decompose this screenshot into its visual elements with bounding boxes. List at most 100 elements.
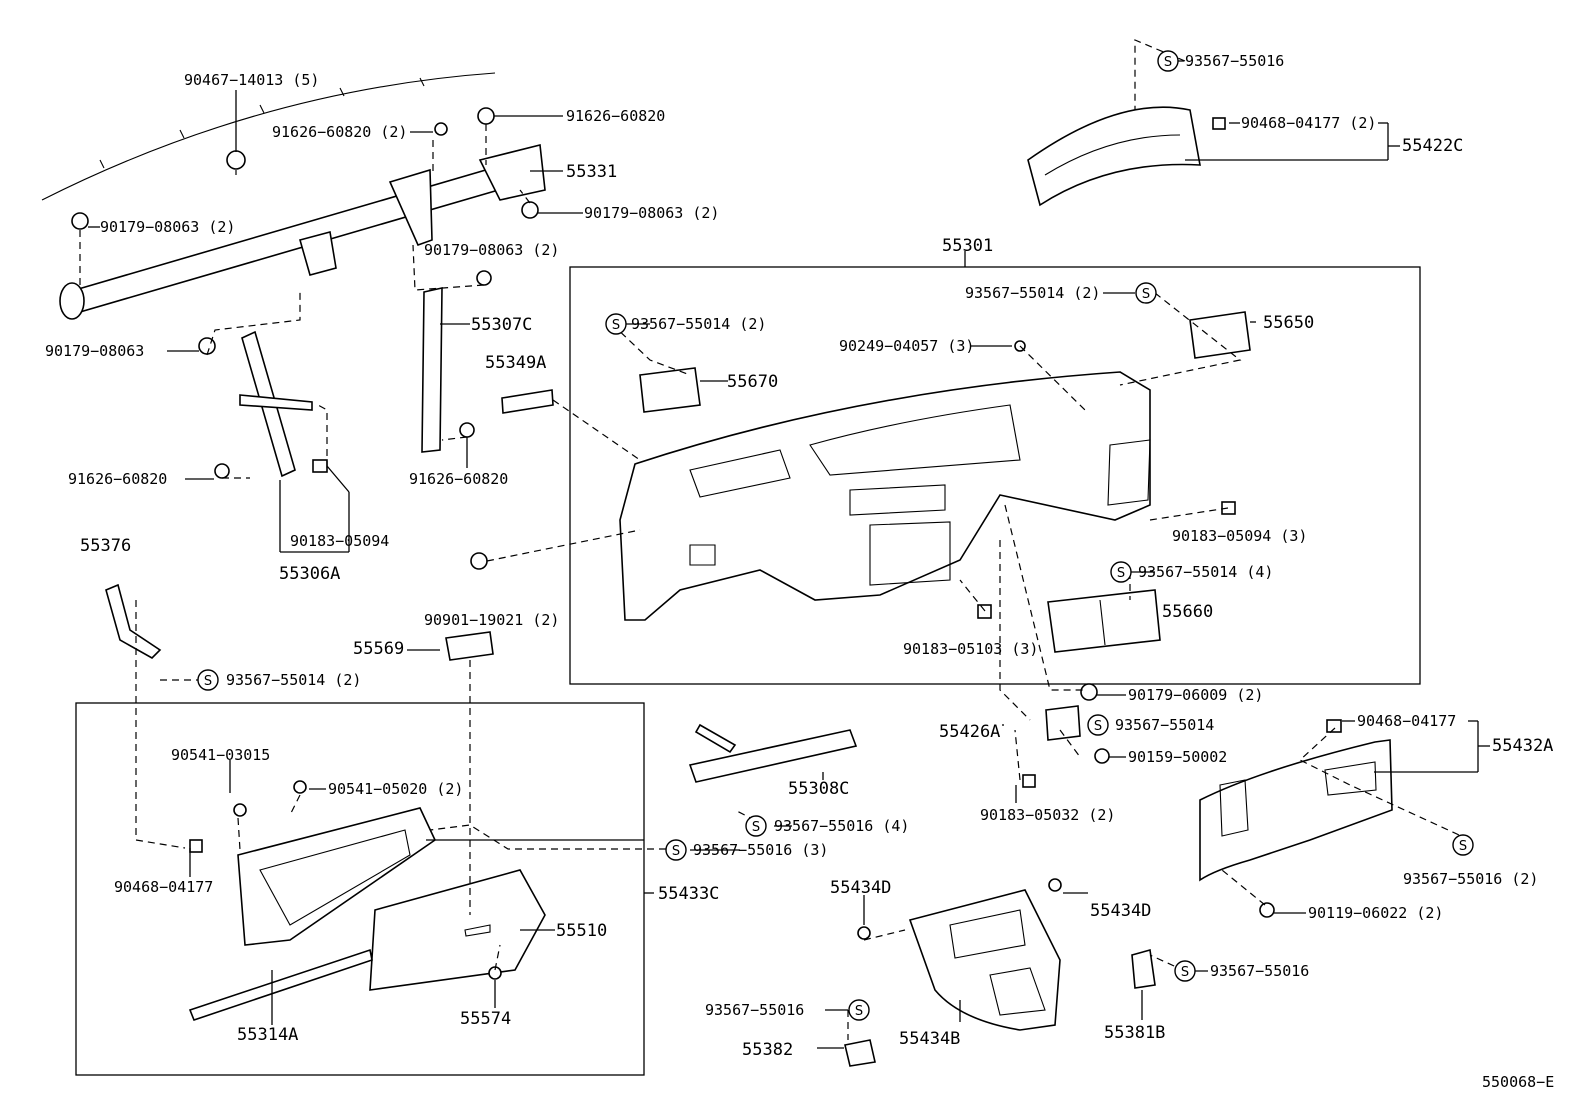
label-90183-05094-a: 90183−05094 <box>290 532 389 550</box>
hinge-55314A <box>188 948 373 1021</box>
label-90541-05020: 90541−05020 (2) <box>328 780 463 798</box>
label-55308C: 55308C <box>788 779 849 799</box>
svg-text:S: S <box>1181 965 1189 980</box>
label-55434B: 55434B <box>899 1029 960 1049</box>
instrument-panel-55301 <box>619 371 1151 621</box>
instrument-panel-group-frame <box>569 266 1421 685</box>
svg-text:S: S <box>1117 566 1125 581</box>
svg-text:S: S <box>1094 719 1102 734</box>
label-93567-55016-f: 93567−55016 <box>1210 962 1309 980</box>
svg-text:S: S <box>855 1004 863 1019</box>
label-93567-55016-a: 93567−55016 <box>1185 52 1284 70</box>
label-55432A: 55432A <box>1492 736 1553 756</box>
s-mark-icon-6: S <box>1087 714 1109 736</box>
label-55650: 55650 <box>1263 313 1314 333</box>
s-mark-icon-11: S <box>848 999 870 1021</box>
svg-text:S: S <box>672 844 680 859</box>
label-93567-55016-e: 93567−55016 <box>705 1001 804 1019</box>
bracket-55376 <box>105 583 162 659</box>
label-55382: 55382 <box>742 1040 793 1060</box>
label-90179-08063-d: 90179−08063 <box>45 342 144 360</box>
label-plate-55349A <box>501 389 554 414</box>
bracket-55306A <box>239 330 313 478</box>
label-91626-60820-a: 91626−60820 (2) <box>272 123 407 141</box>
vent-55670 <box>639 367 701 413</box>
label-90541-03015: 90541−03015 <box>171 746 270 764</box>
label-90468-04177-a: 90468−04177 (2) <box>1241 114 1376 132</box>
s-mark-icon-10: S <box>1174 960 1196 982</box>
s-mark-icon-1: S <box>1157 50 1179 72</box>
lower-center-panel-55434B <box>857 878 1062 1031</box>
bracket-55382 <box>844 1039 876 1067</box>
label-55426A: 55426A <box>939 722 1000 742</box>
label-90159-50002: 90159−50002 <box>1128 748 1227 766</box>
label-90183-05094-b: 90183−05094 (3) <box>1172 527 1307 545</box>
part-labels: 90467−14013 (5) 91626−60820 (2) 91626−60… <box>45 52 1554 1091</box>
bracket-55569 <box>445 631 494 661</box>
svg-text:S: S <box>204 674 212 689</box>
brace-55307C <box>421 286 443 453</box>
label-55314A: 55314A <box>237 1025 298 1045</box>
reinforcement-bar <box>41 72 546 320</box>
label-90119-06022: 90119−06022 (2) <box>1308 904 1443 922</box>
label-55433C: 55433C <box>658 884 719 904</box>
glove-compartment-group-frame <box>75 702 645 1076</box>
svg-text:S: S <box>1164 55 1172 70</box>
label-93567-55016-b: 93567−55016 (2) <box>1403 870 1538 888</box>
label-55569: 55569 <box>353 639 404 659</box>
label-90179-08063-b: 90179−08063 (2) <box>100 218 235 236</box>
meter-hood-55422C <box>1027 106 1226 207</box>
label-90183-05032: 90183−05032 (2) <box>980 806 1115 824</box>
label-90183-05103: 90183−05103 (3) <box>903 640 1038 658</box>
label-93567-55016-c: 93567−55016 (4) <box>774 817 909 835</box>
label-93567-55014-e: 93567−55014 <box>1115 716 1214 734</box>
label-55349A: 55349A <box>485 353 546 373</box>
bracket-55381B <box>1131 948 1156 989</box>
label-55301: 55301 <box>942 236 993 256</box>
vent-55660 <box>1047 589 1161 653</box>
label-90467-14013: 90467−14013 (5) <box>184 71 319 89</box>
lower-panel-55432A <box>1199 719 1393 918</box>
label-90468-04177-c: 90468−04177 <box>114 878 213 896</box>
label-91626-60820-d: 91626−60820 <box>409 470 508 488</box>
label-55434D-a: 55434D <box>830 878 891 898</box>
label-90249-04057: 90249−04057 (3) <box>839 337 974 355</box>
label-93567-55016-d: 93567−55016 (3) <box>693 841 828 859</box>
svg-text:S: S <box>1142 287 1150 302</box>
svg-text:S: S <box>612 318 620 333</box>
label-90179-08063-a: 90179−08063 (2) <box>584 204 719 222</box>
label-55306A: 55306A <box>279 564 340 584</box>
svg-text:S: S <box>1459 839 1467 854</box>
label-90179-06009: 90179−06009 (2) <box>1128 686 1263 704</box>
label-91626-60820-b: 91626−60820 <box>566 107 665 125</box>
label-55331: 55331 <box>566 162 617 182</box>
label-93567-55014-d: 93567−55014 (4) <box>1138 563 1273 581</box>
s-mark-icons: S S S S S S S S S S S <box>197 50 1474 1021</box>
label-93567-55014-b: 93567−55014 (2) <box>965 284 1100 302</box>
s-mark-icon-2: S <box>1135 282 1157 304</box>
label-55510: 55510 <box>556 921 607 941</box>
s-mark-icon-4: S <box>1110 561 1132 583</box>
s-mark-icon-7: S <box>1452 834 1474 856</box>
label-55574: 55574 <box>460 1009 511 1029</box>
s-mark-icon-3: S <box>605 313 627 335</box>
vent-55650 <box>1189 311 1251 359</box>
glove-box-55510 <box>369 869 546 991</box>
reinforcement-55308C <box>688 723 858 783</box>
leader-lines <box>79 39 1490 1049</box>
label-93567-55014-a: 93567−55014 (2) <box>226 671 361 689</box>
label-55307C: 55307C <box>471 315 532 335</box>
label-55660: 55660 <box>1162 602 1213 622</box>
svg-text:S: S <box>752 820 760 835</box>
fastener-icons-center <box>977 340 1236 788</box>
s-mark-icon-5: S <box>197 669 219 691</box>
diagram-code: 550068−E <box>1482 1073 1554 1091</box>
label-55381B: 55381B <box>1104 1023 1165 1043</box>
label-90901-19021: 90901−19021 (2) <box>424 611 559 629</box>
s-mark-icon-9: S <box>665 839 687 861</box>
label-55434D-b: 55434D <box>1090 901 1151 921</box>
label-55670: 55670 <box>727 372 778 392</box>
label-90468-04177-b: 90468−04177 <box>1357 712 1456 730</box>
glove-door-frame-55433C <box>237 807 437 946</box>
